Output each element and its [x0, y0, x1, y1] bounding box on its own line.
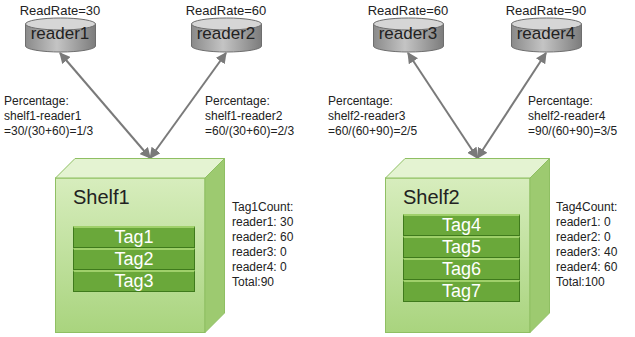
reader-rate: ReadRate=60 [182, 3, 271, 18]
count-note: reader4: 60 [556, 260, 617, 275]
percentage-note: =90/(60+90)=3/5 [528, 124, 617, 139]
percentage-note: =60/(60+90)=2/5 [328, 124, 417, 139]
cube-top [56, 159, 225, 179]
reader-rate: ReadRate=30 [16, 3, 105, 18]
shelf-name: Shelf2 [403, 185, 460, 209]
tag-slab: Tag5 [403, 236, 520, 258]
tag-slab: Tag1 [73, 226, 195, 248]
tag-slab: Tag2 [73, 248, 195, 270]
percentage-note: shelf1-reader2 [205, 109, 282, 124]
reader-cylinder: ReadRate=60 reader3 [364, 3, 453, 53]
reader-cylinder: ReadRate=30 reader1 [16, 3, 105, 53]
reader-cylinder: ReadRate=90 reader4 [502, 3, 591, 53]
cube-top [386, 159, 550, 179]
shelf-box: Shelf2Tag4Tag5Tag6Tag7 [385, 158, 550, 333]
reader-rate: ReadRate=90 [502, 3, 591, 18]
count-note: reader2: 0 [556, 230, 611, 245]
shelf-box: Shelf1Tag1Tag2Tag3 [55, 158, 225, 333]
count-note: reader1: 30 [232, 215, 293, 230]
tag-slab: Tag7 [403, 280, 520, 302]
tag-name: Tag4 [404, 216, 519, 235]
tag-name: Tag3 [74, 272, 194, 291]
tag-name: Tag2 [74, 250, 194, 269]
count-note: reader4: 0 [232, 260, 287, 275]
tag-name: Tag7 [404, 282, 519, 301]
read-arrow [408, 53, 477, 158]
reader-rate: ReadRate=60 [364, 3, 453, 18]
reader-name: reader1 [16, 24, 105, 44]
percentage-note: Percentage: [328, 94, 393, 109]
tag-slab: Tag3 [73, 270, 195, 292]
reader-cylinder: ReadRate=60 reader2 [182, 3, 271, 53]
count-note: reader3: 40 [556, 245, 617, 260]
cube-side [205, 159, 225, 333]
tag-name: Tag6 [404, 260, 519, 279]
tag-slab: Tag4 [403, 214, 520, 236]
count-note: reader2: 60 [232, 230, 293, 245]
cube-front [386, 178, 531, 333]
read-arrow [60, 53, 150, 158]
percentage-note: Percentage: [528, 94, 593, 109]
count-note: reader1: 0 [556, 215, 611, 230]
cube-side [530, 159, 550, 333]
tag-name: Tag5 [404, 238, 519, 257]
count-note: Total:90 [232, 275, 274, 290]
tag-name: Tag1 [74, 228, 194, 247]
percentage-note: shelf2-reader4 [528, 109, 605, 124]
percentage-note: shelf1-reader1 [4, 109, 81, 124]
shelf-name: Shelf1 [73, 185, 130, 209]
count-note: Tag1Count: [232, 200, 293, 215]
percentage-note: =60/(30+60)=2/3 [205, 124, 294, 139]
percentage-note: shelf2-reader3 [328, 109, 405, 124]
reader-name: reader2 [182, 24, 271, 44]
reader-name: reader3 [364, 24, 453, 44]
tag-slab: Tag6 [403, 258, 520, 280]
percentage-note: Percentage: [4, 94, 69, 109]
count-note: Tag4Count: [556, 200, 617, 215]
reader-name: reader4 [502, 24, 591, 44]
cube-front [56, 178, 206, 333]
percentage-note: =30/(30+60)=1/3 [4, 124, 93, 139]
count-note: reader3: 0 [232, 245, 287, 260]
percentage-note: Percentage: [205, 94, 270, 109]
count-note: Total:100 [556, 275, 605, 290]
